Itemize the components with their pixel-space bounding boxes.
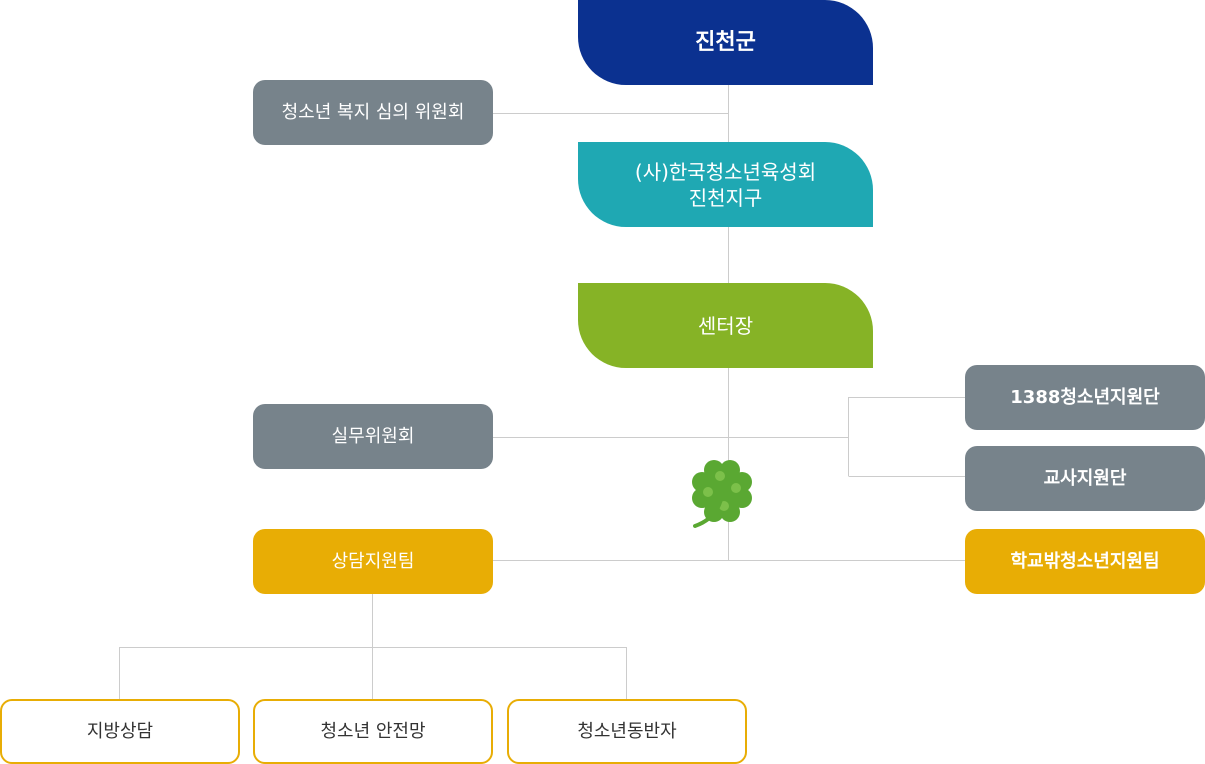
right-unit-out-of-school: 학교밖청소년지원팀 bbox=[965, 529, 1205, 594]
four-leaf-clover-icon bbox=[692, 460, 752, 528]
welfare-committee-node: 청소년 복지 심의 위원회 bbox=[253, 80, 493, 145]
working-committee-node: 실무위원회 bbox=[253, 404, 493, 469]
sub-unit-local-counseling: 지방상담 bbox=[0, 699, 240, 764]
association-node: (사)한국청소년육성회 진천지구 bbox=[578, 142, 873, 227]
sub-unit-companion: 청소년동반자 bbox=[507, 699, 747, 764]
top-node-jincheon-county: 진천군 bbox=[578, 0, 873, 85]
right-unit-1388: 1388청소년지원단 bbox=[965, 365, 1205, 430]
counseling-team-node: 상담지원팀 bbox=[253, 529, 493, 594]
sub-unit-safety-net: 청소년 안전망 bbox=[253, 699, 493, 764]
director-node: 센터장 bbox=[578, 283, 873, 368]
right-unit-teacher: 교사지원단 bbox=[965, 446, 1205, 511]
